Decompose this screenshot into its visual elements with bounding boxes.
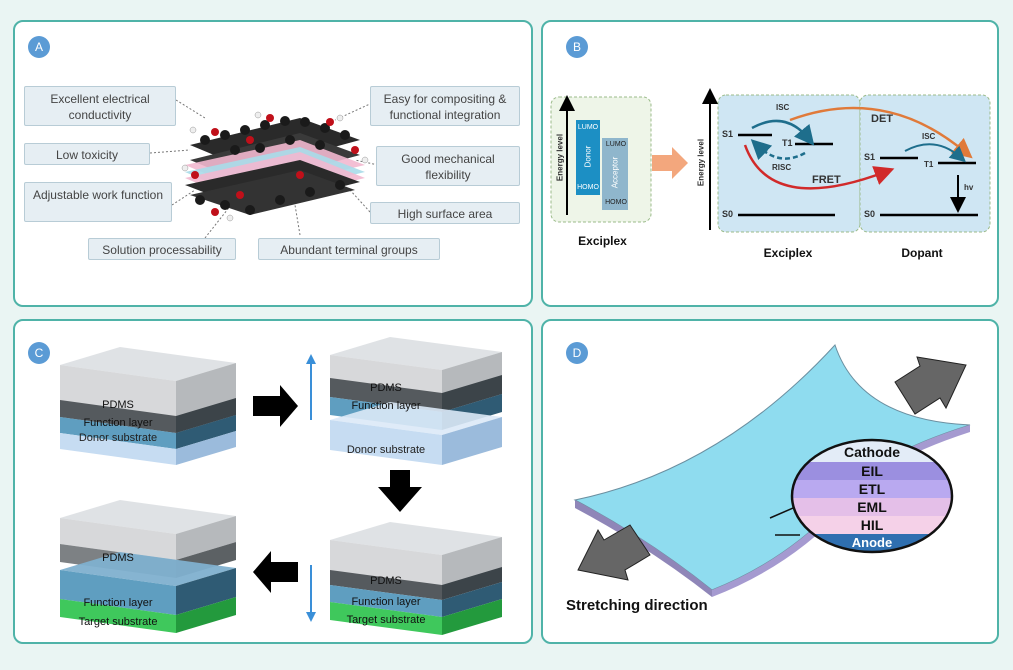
label-solution-processability: Solution processability	[88, 238, 236, 260]
homo-acceptor: HOMO	[605, 199, 627, 206]
homo-donor: HOMO	[577, 184, 599, 191]
label-terminal-groups: Abundant terminal groups	[258, 238, 440, 260]
stack1-donor-substrate: Donor substrate	[78, 432, 158, 444]
stack3-pdms: PDMS	[370, 575, 402, 587]
risc-label: RISC	[772, 163, 792, 172]
exciplex-left-title: Exciplex	[578, 234, 627, 248]
panel-d-badge: D	[566, 342, 588, 364]
stack3-function-layer: Function layer	[351, 596, 421, 608]
stack2-donor-substrate: Donor substrate	[346, 444, 426, 456]
layer-eil: EIL	[861, 463, 883, 479]
label-low-toxicity: Low toxicity	[24, 143, 150, 165]
isc-dopant: ISC	[922, 132, 936, 141]
mxene-structure	[181, 111, 369, 222]
stack4-target-substrate: Target substrate	[78, 616, 158, 628]
layer-etl: ETL	[858, 481, 886, 497]
stack2-function-layer: Function layer	[351, 400, 421, 412]
det-label: DET	[871, 113, 893, 125]
hv-label: hv	[964, 183, 974, 192]
label-compositing: Easy for compositing & functional integr…	[370, 86, 520, 126]
stack3-target-substrate: Target substrate	[346, 614, 426, 626]
lumo-donor: LUMO	[577, 124, 599, 131]
layer-eml: EML	[857, 499, 887, 515]
layer-cathode: Cathode	[844, 444, 900, 460]
panel-a-badge: A	[28, 36, 50, 58]
layer-hil: HIL	[860, 517, 884, 533]
stack4-function-layer: Function layer	[83, 597, 153, 609]
panel-c-badge: C	[28, 342, 50, 364]
stretching-direction-label: Stretching direction	[566, 597, 708, 614]
label-adjustable-work-function: Adjustable work function	[24, 182, 172, 222]
label-mechanical-flexibility: Good mechanical flexibility	[376, 146, 520, 186]
layer-anode: Anode	[851, 535, 893, 550]
stack2-pdms: PDMS	[370, 382, 402, 394]
t1-dopant: T1	[924, 160, 934, 169]
label-surface-area: High surface area	[370, 202, 520, 224]
stack1-function-layer: Function layer	[83, 417, 153, 429]
stack4-pdms: PDMS	[102, 552, 134, 564]
isc-exciplex: ISC	[776, 103, 790, 112]
exciplex-right-title: Exciplex	[763, 246, 813, 260]
s1-dopant: S1	[864, 152, 876, 162]
stack1-pdms: PDMS	[102, 399, 134, 411]
panel-b-badge: B	[566, 36, 588, 58]
label-electrical-conductivity: Excellent electrical conductivity	[24, 86, 176, 126]
t1-exciplex: T1	[782, 138, 793, 148]
s1-exciplex: S1	[722, 129, 734, 139]
lumo-acceptor: LUMO	[605, 141, 627, 148]
fret-label: FRET	[812, 174, 841, 186]
dopant-title: Dopant	[901, 246, 943, 260]
s0-dopant: S0	[864, 209, 876, 219]
s0-exciplex: S0	[722, 209, 734, 219]
